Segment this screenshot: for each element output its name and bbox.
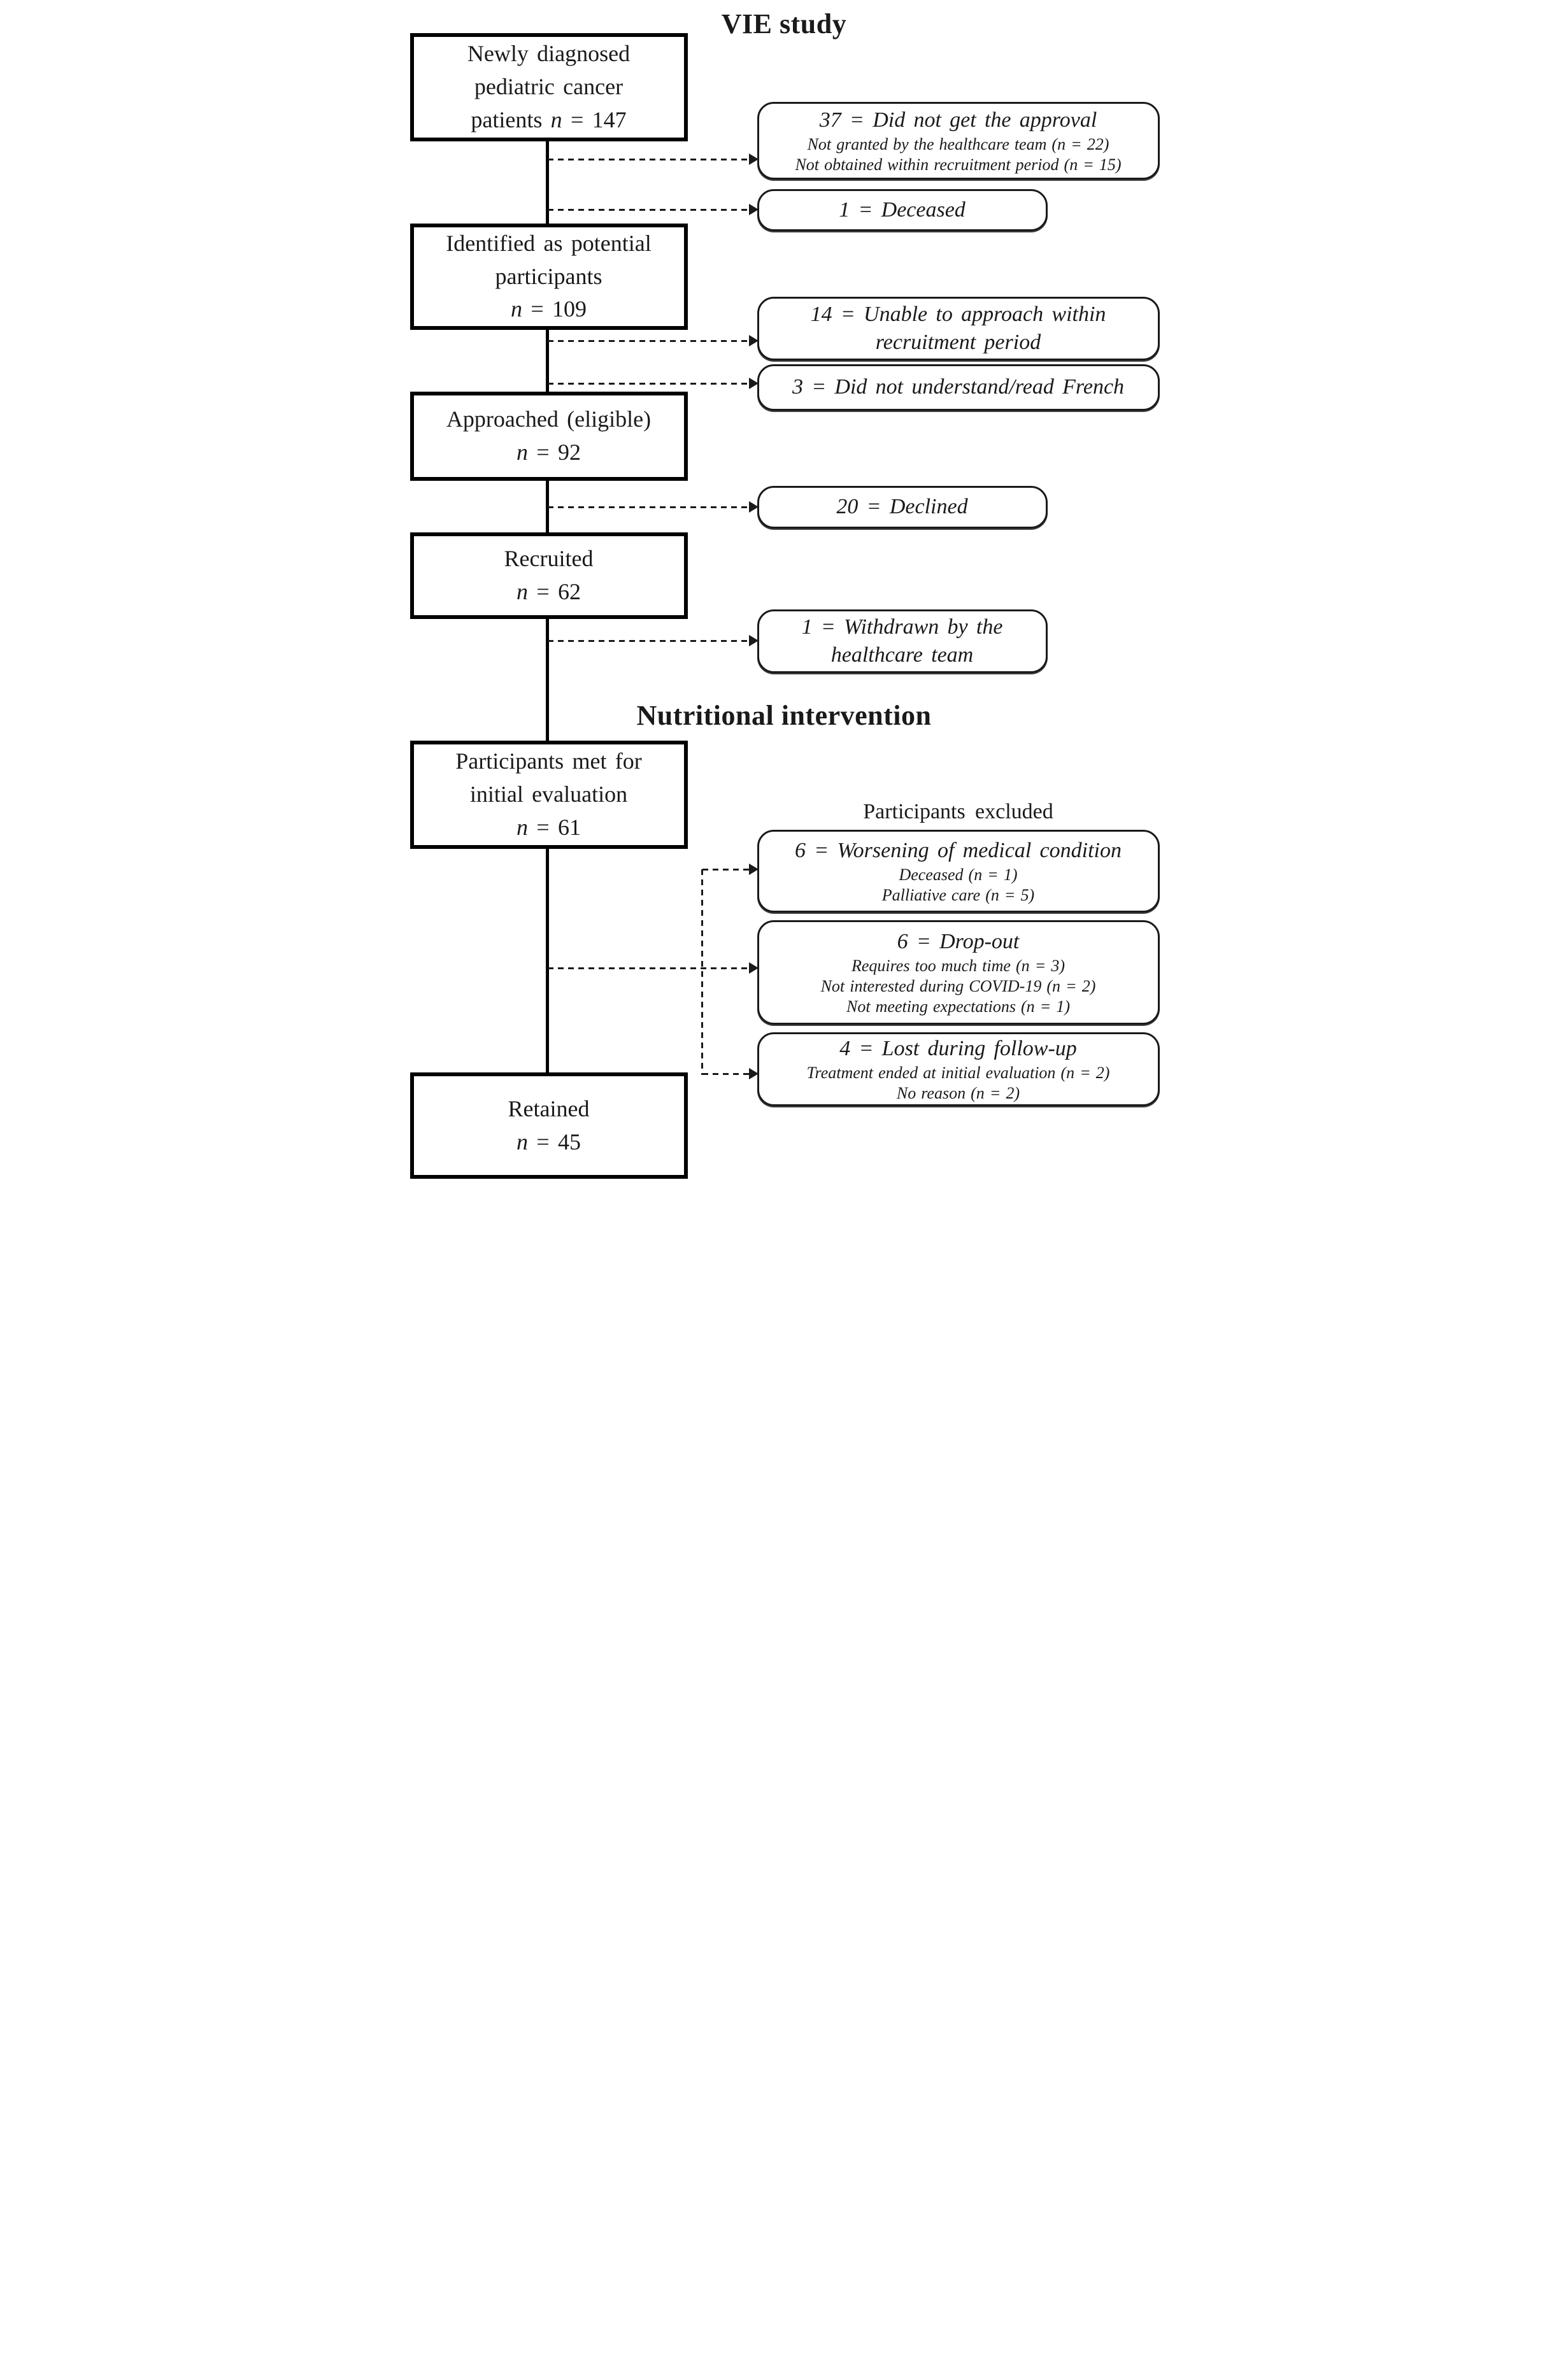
- dashed-line: [547, 209, 750, 211]
- study-title: VIE study: [721, 8, 847, 39]
- arrowhead-icon: [748, 635, 759, 646]
- box-line: Participants met for: [455, 748, 642, 774]
- sidebox-headline: 37 = Did not get the approval: [819, 108, 1097, 132]
- sidebox-no-approval: 37 = Did not get the approval Not grante…: [757, 102, 1160, 180]
- dashed-line: [702, 869, 750, 871]
- n-symbol: n: [517, 814, 529, 840]
- sidebox-headline: 1 = Withdrawn by the: [801, 615, 1003, 639]
- sidebox-dropout: 6 = Drop-out Requires too much time (n =…: [757, 920, 1160, 1025]
- arrowhead-icon: [748, 153, 759, 165]
- n-symbol: n: [517, 1128, 529, 1155]
- box-approached: Approached (eligible) n = 92: [410, 392, 688, 481]
- flow-diagram: VIE study Nutritional intervention Parti…: [392, 0, 1176, 1188]
- dashed-line: [547, 383, 750, 385]
- dashed-line: [547, 506, 750, 508]
- sidebox-worsening: 6 = Worsening of medical condition Decea…: [757, 830, 1160, 913]
- arrowhead-icon: [748, 864, 759, 875]
- arrowhead-icon: [748, 335, 759, 346]
- sidebox-subline: Requires too much time (n = 3): [852, 956, 1065, 975]
- sidebox-subline: Treatment ended at initial evaluation (n…: [806, 1063, 1110, 1082]
- n-symbol: n: [517, 579, 529, 604]
- dashed-line: [547, 967, 750, 969]
- sidebox-declined: 20 = Declined: [757, 486, 1048, 529]
- sidebox-subline: Not granted by the healthcare team (n = …: [807, 134, 1109, 153]
- box-count-line: n = 61: [517, 814, 581, 840]
- sidebox-subline: Palliative care (n = 5): [881, 886, 1035, 905]
- box-line: Recruited: [504, 546, 594, 572]
- arrowhead-icon: [748, 962, 759, 974]
- box-line: Approached (eligible): [446, 406, 652, 432]
- dashed-line: [702, 1073, 750, 1075]
- sidebox-headline: 3 = Did not understand/read French: [792, 375, 1125, 399]
- box-count-line: n = 109: [511, 296, 587, 322]
- arrowhead-icon: [748, 378, 759, 389]
- box-line: pediatric cancer: [474, 74, 624, 100]
- sidebox-headline: recruitment period: [875, 331, 1041, 354]
- arrowhead-icon: [748, 1068, 759, 1079]
- box-identified: Identified as potential participants n =…: [410, 224, 688, 330]
- n-symbol: n: [517, 439, 529, 465]
- sidebox-deceased: 1 = Deceased: [757, 189, 1048, 231]
- box-count-line: n = 45: [517, 1128, 581, 1155]
- sidebox-headline: 1 = Deceased: [839, 197, 966, 222]
- arrowhead-icon: [748, 501, 759, 513]
- n-symbol: n: [511, 296, 523, 322]
- box-line: initial evaluation: [469, 781, 628, 807]
- sidebox-subline: Not obtained within recruitment period (…: [795, 155, 1122, 174]
- sidebox-subline: Deceased (n = 1): [899, 865, 1018, 884]
- excluded-rail-line: [701, 869, 703, 1075]
- sidebox-subline: Not meeting expectations (n = 1): [846, 997, 1070, 1016]
- box-retained: Retained n = 45: [410, 1072, 688, 1179]
- box-count-line: patients n = 147: [471, 106, 627, 132]
- sidebox-lost-followup: 4 = Lost during follow-up Treatment ende…: [757, 1032, 1160, 1106]
- box-line: Newly diagnosed: [467, 41, 631, 67]
- box-recruited: Recruited n = 62: [410, 532, 688, 619]
- sidebox-headline: 6 = Worsening of medical condition: [795, 838, 1122, 862]
- dashed-line: [547, 159, 750, 160]
- sidebox-subline: Not interested during COVID-19 (n = 2): [820, 976, 1096, 995]
- dashed-line: [547, 640, 750, 642]
- sidebox-headline: 14 = Unable to approach within: [810, 302, 1106, 326]
- arrowhead-icon: [748, 204, 759, 215]
- sidebox-headline: 6 = Drop-out: [897, 929, 1020, 953]
- box-line: participants: [495, 263, 602, 289]
- sidebox-french: 3 = Did not understand/read French: [757, 364, 1160, 411]
- sidebox-subline: No reason (n = 2): [896, 1084, 1020, 1103]
- box-count-line: n = 62: [517, 579, 581, 604]
- box-line: Identified as potential: [446, 230, 652, 256]
- box-line: Retained: [508, 1095, 590, 1121]
- sidebox-headline: 20 = Declined: [836, 495, 968, 519]
- box-count-line: n = 92: [517, 439, 581, 465]
- box-initial-evaluation: Participants met for initial evaluation …: [410, 741, 688, 849]
- box-newly-diagnosed: Newly diagnosed pediatric cancer patient…: [410, 33, 688, 141]
- n-symbol: n: [550, 106, 562, 132]
- sidebox-headline: 4 = Lost during follow-up: [839, 1036, 1077, 1060]
- excluded-header: Participants excluded: [863, 800, 1053, 823]
- dashed-line: [547, 340, 750, 342]
- intervention-title: Nutritional intervention: [636, 700, 932, 731]
- sidebox-unable-approach: 14 = Unable to approach within recruitme…: [757, 297, 1160, 360]
- sidebox-withdrawn: 1 = Withdrawn by the healthcare team: [757, 609, 1048, 673]
- sidebox-headline: healthcare team: [830, 643, 974, 667]
